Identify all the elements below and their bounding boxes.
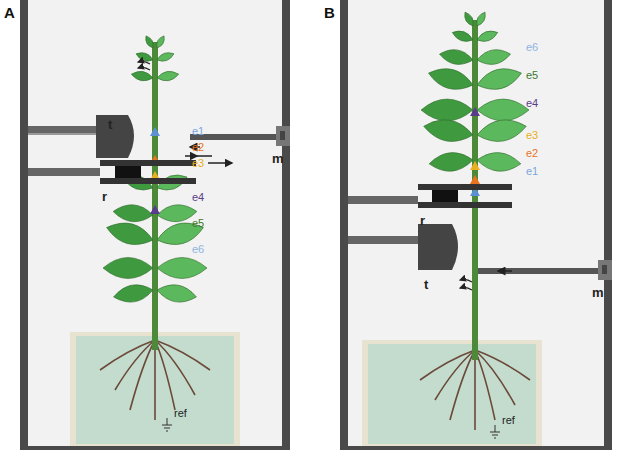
plant-part xyxy=(470,107,480,116)
plant-part xyxy=(156,50,176,63)
plant-part xyxy=(131,70,154,83)
part-letter: m xyxy=(592,286,604,299)
plant-part xyxy=(422,116,475,145)
plant-part xyxy=(112,203,153,223)
plant-part xyxy=(104,218,156,250)
plant-part xyxy=(150,127,160,136)
plant-part xyxy=(100,340,155,370)
plant-part xyxy=(476,47,512,67)
electrode-label: e3 xyxy=(192,158,204,169)
part-letter: m xyxy=(272,152,284,165)
ground-label: ref xyxy=(174,408,187,419)
electrode-label: e4 xyxy=(192,192,204,203)
plant-part xyxy=(156,70,179,83)
plant-part xyxy=(103,258,153,279)
electrode-label: e4 xyxy=(526,98,538,109)
plant-part xyxy=(154,340,156,420)
plant-part xyxy=(152,42,158,350)
part-letter: t xyxy=(108,118,112,131)
electrode-label: e3 xyxy=(526,130,538,141)
part-letter: r xyxy=(102,190,107,203)
electrode-label: e2 xyxy=(192,142,204,153)
plant-part xyxy=(421,99,473,121)
plant-part xyxy=(477,99,529,121)
panel-letter: B xyxy=(324,5,335,20)
part-letter: r xyxy=(420,214,425,227)
plant-part xyxy=(476,151,521,173)
plant-part xyxy=(475,350,530,380)
plant-part xyxy=(156,282,198,305)
plant-part xyxy=(428,151,473,173)
plant-part xyxy=(157,258,207,279)
electrode-label: e1 xyxy=(526,166,538,177)
electrode-label: e5 xyxy=(192,218,204,229)
panel-letter: A xyxy=(4,5,15,20)
electrode-label: e5 xyxy=(526,70,538,81)
electrode-label: e2 xyxy=(526,148,538,159)
plant-part xyxy=(150,205,160,214)
plant-part xyxy=(462,10,476,27)
plant-part xyxy=(130,340,155,410)
plant-part xyxy=(112,282,154,305)
plant-part xyxy=(470,175,480,184)
plant-part xyxy=(438,47,474,67)
plant-part xyxy=(155,340,210,370)
plant-part xyxy=(154,34,166,49)
plant-part xyxy=(450,350,475,420)
part-letter: t xyxy=(424,278,428,291)
plant-part xyxy=(475,28,499,44)
plant-part xyxy=(115,340,155,390)
plant-part xyxy=(474,64,523,95)
plant-part xyxy=(474,350,476,430)
ground-label: ref xyxy=(502,415,515,426)
electrode-label: e6 xyxy=(526,42,538,53)
electrode-label: e1 xyxy=(192,126,204,137)
plant-part xyxy=(475,116,528,145)
plant-part xyxy=(420,350,475,380)
plant-part xyxy=(474,10,488,27)
plant-part xyxy=(143,34,155,49)
plant-part xyxy=(451,28,475,44)
plant-part xyxy=(426,64,475,95)
plant-part xyxy=(435,350,475,400)
electrode-label: e6 xyxy=(192,244,204,255)
plant-part xyxy=(470,161,480,170)
plant-part xyxy=(135,50,155,63)
plant-part xyxy=(156,203,197,223)
